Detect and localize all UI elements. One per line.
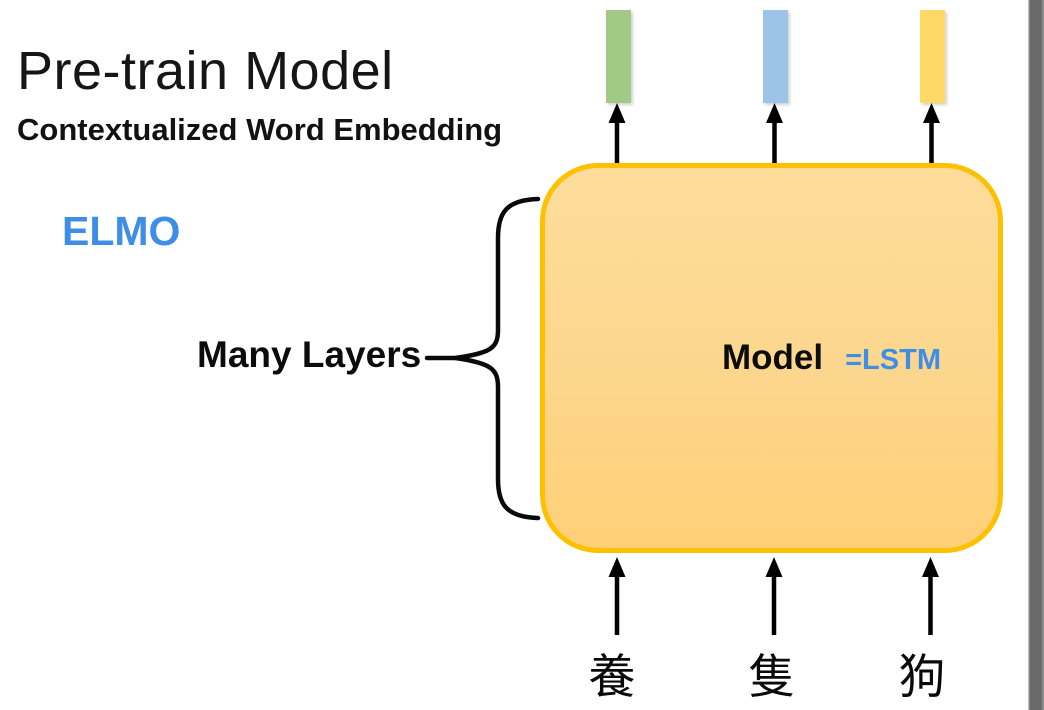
window-edge-strip xyxy=(1028,0,1044,710)
model-box-label: Model xyxy=(722,338,824,377)
arrow-up-icon xyxy=(923,103,940,163)
arrow-up-icon xyxy=(765,557,783,635)
many-layers-label: Many Layers xyxy=(197,334,422,375)
arrow-up-icon xyxy=(766,103,783,163)
slide-subtitle: Contextualized Word Embedding xyxy=(17,112,503,147)
arrow-up-icon xyxy=(608,103,626,163)
curly-brace-icon xyxy=(424,196,541,521)
green-embedding-bar xyxy=(606,10,631,103)
yellow-embedding-bar xyxy=(920,10,945,103)
model-name-label: ELMO xyxy=(62,208,181,254)
arrow-up-icon xyxy=(608,557,626,635)
slide-title: Pre-train Model xyxy=(17,41,394,101)
arrow-up-icon xyxy=(922,557,939,635)
model-box xyxy=(540,163,1003,553)
input-token: 隻 xyxy=(748,650,796,705)
input-token: 養 xyxy=(588,650,636,705)
blue-embedding-bar xyxy=(763,10,788,103)
model-box-label-row: Model =LSTM xyxy=(722,338,941,378)
model-equals-lstm-label: =LSTM xyxy=(845,344,941,376)
input-token: 狗 xyxy=(898,650,946,705)
